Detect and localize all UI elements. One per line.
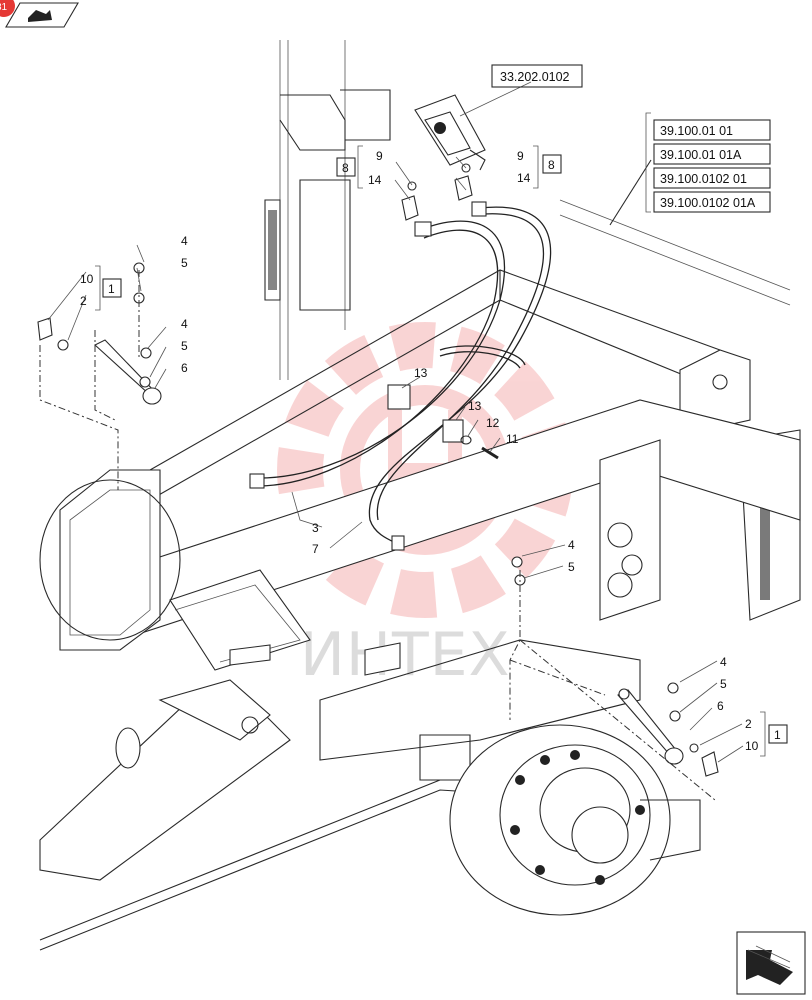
page-badge-number: 31 [0, 2, 8, 13]
watermark-text: ИНТЕХ [300, 620, 511, 690]
hydraulic-hoses [254, 206, 552, 546]
callout-5-mid: 5 [568, 560, 575, 574]
left-leader-dashes [39, 270, 140, 490]
forward-page-icon[interactable] [5, 2, 79, 28]
chassis-frame [39, 40, 801, 951]
callout-box-1-right: 1 [774, 728, 781, 742]
fit-right-bracket [533, 145, 539, 189]
page-badge[interactable]: 31 [0, 0, 15, 17]
callout-11: 11 [506, 432, 519, 446]
reference-top[interactable]: 33.202.0102 [491, 64, 583, 88]
left-elbow-fitting [401, 181, 419, 221]
callout-4-mid: 4 [568, 538, 575, 552]
callout-4-b: 4 [181, 317, 188, 331]
reference-item-3[interactable] [653, 167, 771, 189]
reference-item-4[interactable] [653, 191, 771, 213]
next-page-arrow-icon[interactable] [736, 931, 806, 995]
callout-3: 3 [312, 521, 319, 535]
callout-9-left: 9 [376, 149, 383, 163]
right-elbow-fitting [454, 163, 473, 201]
callout-13-a: 13 [414, 366, 428, 380]
callout-2-right: 2 [745, 717, 752, 731]
callout-4-right: 4 [720, 655, 727, 669]
fit-right-box [542, 154, 562, 174]
callout-13-b: 13 [468, 399, 482, 413]
callout-14-left: 14 [368, 173, 382, 187]
right-group-box [768, 724, 788, 744]
callout-7: 7 [312, 542, 319, 556]
hose-clamps [387, 384, 499, 460]
left-group-bracket [95, 265, 101, 311]
callout-14-right: 14 [517, 171, 531, 185]
callout-leaders [47, 81, 744, 763]
reference-item-4-label: 39.100.0102 01A [660, 196, 756, 210]
callout-10-right: 10 [745, 739, 759, 753]
callout-12: 12 [486, 416, 500, 430]
solenoid-valve [414, 94, 486, 171]
reference-list-right: 39.100.01 01 39.100.01 01A 39.100.0102 0… [645, 112, 771, 213]
reference-item-2[interactable] [653, 143, 771, 165]
left-group-box [102, 278, 122, 298]
left-pin-assembly [37, 262, 162, 405]
callout-box-8-right: 8 [548, 158, 555, 172]
callout-5-right: 5 [720, 677, 727, 691]
callout-6-a: 6 [181, 361, 188, 375]
reference-item-1-label: 39.100.01 01 [660, 124, 733, 138]
reference-item-1[interactable] [653, 119, 771, 141]
callout-2-left: 2 [80, 294, 87, 308]
reference-item-2-label: 39.100.01 01A [660, 148, 742, 162]
callout-10-left: 10 [80, 272, 94, 286]
callout-box-8-left: 8 [342, 161, 349, 175]
reference-item-3-label: 39.100.0102 01 [660, 172, 747, 186]
callout-9-right: 9 [517, 149, 524, 163]
callout-5-a: 5 [181, 256, 188, 270]
hose-end-fittings [249, 201, 487, 551]
right-pin-assembly [511, 556, 719, 777]
callout-4-a: 4 [181, 234, 188, 248]
reference-top-label: 33.202.0102 [500, 70, 570, 84]
fit-left-box [336, 157, 356, 177]
fit-left-bracket [357, 145, 363, 189]
callout-5-b: 5 [181, 339, 188, 353]
callout-6-right: 6 [717, 699, 724, 713]
callout-box-1-left: 1 [108, 282, 115, 296]
right-group-bracket [760, 711, 766, 757]
right-leader-dashes [509, 570, 716, 801]
